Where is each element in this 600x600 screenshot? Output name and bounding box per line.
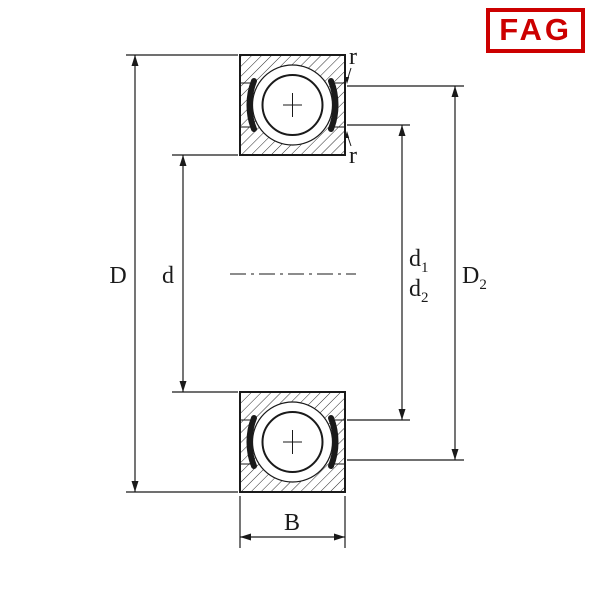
dim-label-r-top: r (349, 44, 357, 70)
bottom-left-seal (246, 415, 257, 469)
radius-callout-bottom: r (344, 131, 357, 169)
fag-logo: FAG (486, 8, 585, 53)
arrowhead-icon (131, 481, 139, 492)
arrowhead-icon (451, 86, 459, 97)
dim-label-D2-sub: 2 (479, 277, 487, 293)
dim-label-B: B (284, 510, 300, 536)
top-left-seal (246, 78, 257, 132)
top-ring-outline (239, 54, 346, 156)
arrowhead-icon (240, 533, 251, 541)
dim-label-d2: d2 (409, 276, 429, 306)
dim-label-d1: d1 (409, 246, 429, 276)
dim-label-D2: D2 (462, 263, 487, 293)
dim-B-group: B (239, 496, 346, 548)
dim-label-D: D (109, 263, 126, 289)
dim-label-r-bottom: r (349, 143, 357, 169)
arrowhead-icon (179, 381, 187, 392)
dim-d-group: d (162, 154, 238, 393)
bearing-top-section (239, 54, 346, 156)
arrowhead-icon (344, 131, 350, 138)
arrowhead-icon (131, 55, 139, 66)
arrowhead-icon (344, 77, 350, 84)
dim-label-d2-sub: 2 (421, 290, 429, 306)
arrowhead-icon (451, 449, 459, 460)
dim-label-d: d (162, 263, 174, 289)
dim-D-group: D (109, 54, 238, 493)
arrowhead-icon (398, 409, 406, 420)
bottom-right-seal (328, 415, 339, 469)
dim-label-D2-main: D (462, 263, 479, 289)
arrowhead-icon (179, 155, 187, 166)
dim-label-d1-sub: 1 (421, 260, 429, 276)
bearing-bottom-section (239, 391, 346, 493)
radius-callout-top: r (344, 44, 357, 84)
dim-label-d2-main: d (409, 276, 421, 302)
bottom-ring-outline (239, 391, 346, 493)
dim-d1-d2-group: d1 d2 (347, 124, 429, 421)
arrowhead-icon (398, 125, 406, 136)
arrowhead-icon (334, 533, 345, 541)
dim-D2-group: D2 (347, 85, 487, 461)
fag-logo-text: FAG (499, 12, 572, 47)
dim-label-d1-main: d (409, 246, 421, 272)
top-right-seal (328, 78, 339, 132)
